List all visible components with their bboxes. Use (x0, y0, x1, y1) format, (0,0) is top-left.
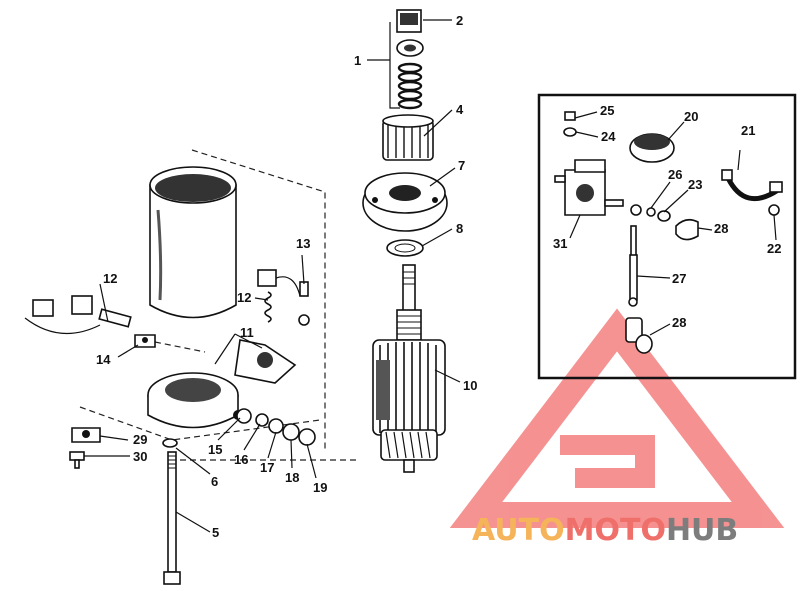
solenoid-31 (554, 159, 624, 216)
callout-1: 1 (354, 53, 361, 68)
callout-28-upper: 28 (714, 221, 728, 236)
callout-28-lower: 28 (672, 315, 686, 330)
callout-21: 21 (741, 123, 755, 138)
callout-7: 7 (458, 158, 465, 173)
dashed-guide-bracket (79, 406, 321, 441)
solenoid-lockwasher-24 (563, 127, 577, 137)
callout-24: 24 (601, 129, 616, 144)
callout-12-left: 12 (103, 271, 117, 286)
terminal-boot-28-lower (625, 317, 653, 354)
terminal-boot-28-upper (675, 218, 699, 241)
dashed-guide-end-cap (154, 341, 206, 353)
callout-10: 10 (463, 378, 477, 393)
drive-pinion-gear (382, 114, 434, 161)
callout-23: 23 (688, 177, 702, 192)
solenoid-nut-25 (564, 111, 576, 121)
callout-15: 15 (208, 442, 222, 457)
callout-30: 30 (133, 449, 147, 464)
callout-22: 22 (767, 241, 781, 256)
cable-lug-26 (630, 204, 656, 217)
callout-2: 2 (456, 13, 463, 28)
armature (372, 264, 446, 473)
bracket-1-lead (389, 22, 400, 109)
callout-17: 17 (260, 460, 274, 475)
callout-13: 13 (296, 236, 310, 251)
callout-29: 29 (133, 432, 147, 447)
watermark-auto: AUTO (472, 513, 565, 548)
callout-25: 25 (600, 103, 614, 118)
brush-holder-bracket (134, 334, 156, 348)
callout-26: 26 (668, 167, 682, 182)
dashed-guide-housing (191, 149, 326, 450)
callout-14: 14 (96, 352, 111, 367)
watermark-hub: HUB (666, 513, 738, 548)
thru-bolt (163, 451, 181, 585)
callout-18: 18 (285, 470, 299, 485)
callout-12-center: 12 (237, 290, 251, 305)
brush-set-left (24, 295, 132, 335)
callout-6: 6 (211, 474, 218, 489)
lockwasher-23 (657, 210, 671, 222)
callout-16: 16 (234, 452, 248, 467)
drive-end-head (362, 172, 448, 232)
stop-washer (396, 39, 424, 57)
mounting-clamp (71, 427, 101, 443)
rubber-boot-20 (629, 133, 675, 163)
anti-drift-spring (397, 62, 423, 110)
clamp-screw (69, 451, 85, 469)
leader-lines (84, 19, 777, 533)
thru-bolt-lockwasher (162, 438, 178, 448)
watermark-text: AUTOMOTOHUB (472, 513, 738, 548)
solenoid-inset-frame (537, 93, 797, 380)
callout-31: 31 (553, 236, 567, 251)
positive-cable-27 (628, 225, 638, 307)
brush-spring-set (257, 269, 301, 323)
screw-22 (768, 204, 780, 216)
watermark-logo-icon (449, 308, 785, 528)
callout-4: 4 (456, 102, 464, 117)
brush-holder-plate (234, 339, 297, 384)
starter-frame (149, 166, 237, 319)
watermark-moto: MOTO (565, 513, 666, 548)
callout-labels: 2 1 4 7 8 10 11 12 12 13 14 15 16 17 18 … (96, 13, 781, 540)
terminal-hardware-stack (236, 408, 316, 446)
callout-11: 11 (240, 325, 254, 340)
callout-20: 20 (684, 109, 698, 124)
pinion-nut (396, 9, 422, 33)
solenoid-bracket-21 (721, 169, 783, 201)
terminal-screw (298, 281, 310, 326)
thrust-washer (386, 239, 424, 257)
callout-19: 19 (313, 480, 327, 495)
callout-5: 5 (212, 525, 219, 540)
commutator-end-cap (147, 372, 243, 429)
callout-8: 8 (456, 221, 463, 236)
callout-27: 27 (672, 271, 686, 286)
